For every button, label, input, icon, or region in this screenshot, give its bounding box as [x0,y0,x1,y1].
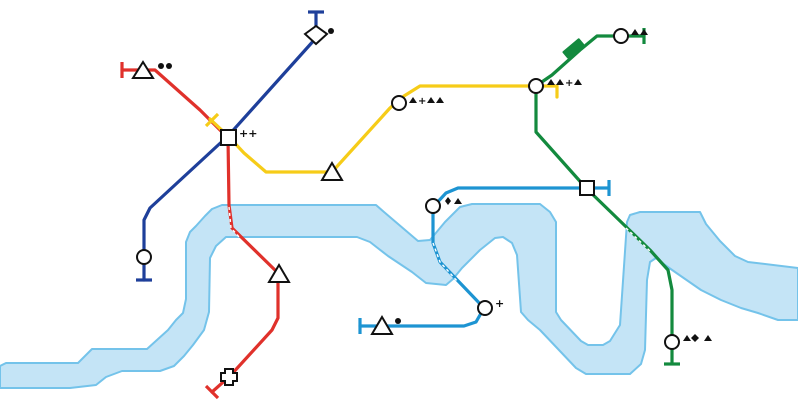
station-shape-circle [136,249,152,265]
passenger-triangle-icon [574,79,582,85]
station-shape-square [220,129,237,146]
cyan-line-path[interactable] [358,186,610,328]
station-shape-triangle [267,263,291,283]
red-line-path[interactable] [120,68,280,394]
station-shape-diamond [303,24,329,46]
passenger-cross-icon: + [495,297,504,310]
stations[interactable]: ++ + + [131,24,712,386]
river [0,203,798,389]
river-shape [0,203,798,389]
cyan-tunnel-dash [432,242,459,283]
station-shape-triangle [370,315,394,335]
station-s9[interactable]: + [528,78,582,94]
yellow-line[interactable] [204,84,559,174]
station-s3[interactable]: ++ [220,127,257,146]
station-shape-circle [391,95,407,111]
green-tunnel-dash [625,227,653,254]
cyan-line[interactable] [358,180,611,334]
passenger-circle-icon [328,28,334,34]
green-line[interactable] [534,28,680,366]
passenger-triangle-icon [683,335,691,341]
station-s7[interactable] [267,263,291,283]
passenger-triangle-icon [640,29,648,35]
station-s1[interactable] [303,24,334,46]
station-s8[interactable]: + [391,95,444,111]
passenger-triangle-icon [427,97,435,103]
station-shape-circle [477,300,493,316]
passenger-triangle-icon [454,198,462,204]
station-s2[interactable] [131,60,172,79]
station-shape-triangle [131,60,155,79]
station-shape-square [579,180,595,196]
passenger-circle-icon [395,318,401,324]
blue-line-path[interactable] [142,11,318,282]
passenger-cross-icon: + [418,96,426,107]
red-line[interactable] [120,62,280,400]
station-s10[interactable] [613,28,648,44]
passenger-diamond-icon [691,334,699,342]
passenger-circle-icon [166,63,172,69]
station-s15[interactable] [664,334,712,350]
station-s6[interactable] [220,368,238,386]
station-shape-triangle [320,161,344,181]
passenger-cross-icon: + [565,78,573,89]
passenger-diamond-icon [445,197,451,205]
green-line-path[interactable] [534,34,674,365]
station-shape-circle [664,334,680,350]
yellow-terminal-west [204,112,220,128]
station-shape-circle [528,78,544,94]
station-s12[interactable] [425,197,462,214]
passenger-circle-icon [158,63,164,69]
station-shape-circle [613,28,629,44]
passenger-triangle-icon [556,79,564,85]
station-s14[interactable] [370,315,401,335]
green-train[interactable] [562,38,585,59]
passenger-triangle-icon [436,97,444,103]
passenger-triangle-icon [409,97,417,103]
passenger-cross-icon: ++ [239,127,257,140]
station-s4[interactable] [136,249,152,265]
passenger-triangle-icon [547,79,555,85]
station-shape-circle [425,198,441,214]
station-s11[interactable] [579,180,595,196]
red-terminal-south [204,384,220,400]
passenger-triangle-icon [631,29,639,35]
passenger-triangle-icon [704,335,712,341]
red-tunnel-dash [228,206,241,239]
station-s13[interactable]: + [477,297,504,316]
station-shape-cross [220,368,238,386]
station-s5[interactable] [320,161,344,181]
